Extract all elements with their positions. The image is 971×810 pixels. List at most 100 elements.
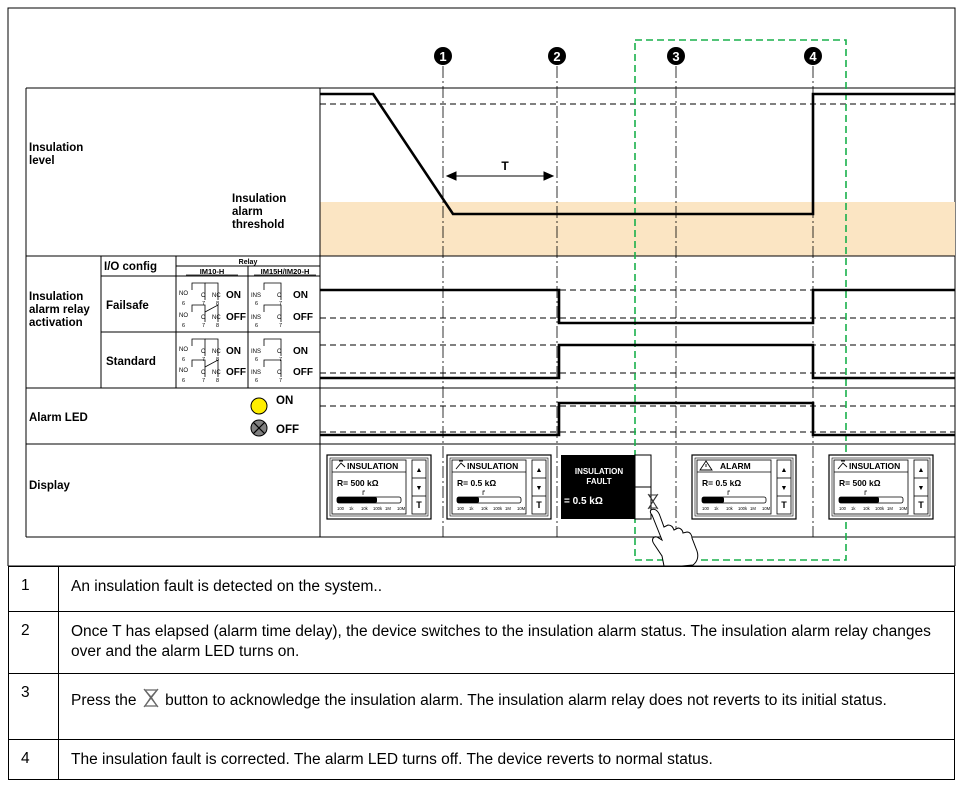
svg-text:▲: ▲ [416,467,423,474]
svg-text:1M: 1M [750,506,756,511]
legend-text: An insulation fault is detected on the s… [58,566,955,612]
svg-text:C: C [277,293,282,299]
svg-text:10k: 10k [481,506,489,511]
svg-text:8: 8 [216,301,219,307]
svg-text:T: T [918,500,924,510]
svg-text:10M: 10M [762,506,771,511]
svg-text:6: 6 [255,378,258,384]
failsafe-relay-signal [320,288,955,325]
io-config-header: I/O config [104,261,157,273]
svg-text:NO: NO [179,291,188,297]
svg-text:T: T [781,500,787,510]
legend-text-after: button to acknowledge the insulation ala… [165,692,887,709]
svg-text:INSULATION: INSULATION [347,461,398,471]
insulation-icon [335,460,346,470]
acknowledge-period-box [634,39,847,561]
svg-text:INSULATION: INSULATION [467,461,518,471]
svg-text:T: T [416,500,422,510]
svg-text:C: C [277,370,282,376]
svg-text:INSULATION: INSULATION [849,461,900,471]
svg-text:NC: NC [212,349,221,355]
svg-text:6: 6 [182,357,185,363]
svg-text:C: C [201,370,206,376]
svg-text:NO: NO [179,347,188,353]
svg-text:ALARM: ALARM [720,461,751,471]
time-delay-label: T [501,159,509,173]
svg-text:6: 6 [182,301,185,307]
svg-text:OFF: OFF [293,367,313,378]
legend-number: 2 [8,611,59,674]
alarm-led-label: Alarm LED [29,412,88,424]
svg-text:10M: 10M [397,506,406,511]
svg-text:100: 100 [457,506,465,511]
insulation-alarm-timing-diagram: 1 2 3 4 T Insulation level Insulation al… [7,7,956,566]
svg-text:7: 7 [202,378,205,384]
acknowledge-icon [143,688,159,708]
svg-text:R= 0.5 kΩ: R= 0.5 kΩ [702,478,741,488]
svg-text:6: 6 [182,323,185,329]
svg-text:100: 100 [839,506,847,511]
svg-text:7: 7 [279,301,282,307]
legend-table: 1 An insulation fault is detected on the… [8,566,955,780]
timing-markers: 1 2 3 4 [434,47,822,65]
threshold-label: Insulation alarm threshold [232,193,290,231]
svg-text:ON: ON [226,290,241,301]
svg-text:▲: ▲ [536,467,543,474]
svg-text:▲: ▲ [781,467,788,474]
failsafe-label: Failsafe [106,300,149,312]
insulation-level-label: Insulation level [29,142,87,167]
svg-text:NC: NC [212,315,221,321]
svg-text:C: C [277,315,282,321]
svg-text:3: 3 [672,49,679,64]
svg-text:▼: ▼ [918,485,925,492]
svg-text:2: 2 [553,49,560,64]
svg-text:10M: 10M [517,506,526,511]
svg-text:100: 100 [702,506,710,511]
svg-text:OFF: OFF [226,312,246,323]
svg-text:▲: ▲ [918,467,925,474]
led-on-indicator [250,397,268,415]
svg-text:1M: 1M [385,506,391,511]
threshold-band [320,202,955,256]
svg-text:8: 8 [216,323,219,329]
insulation-level-signal [320,92,955,216]
svg-text:INS: INS [251,349,261,355]
svg-text:INS: INS [251,293,261,299]
legend-row: 3 Press the button to acknowledge the in… [8,673,955,740]
svg-text:R= 500 kΩ: R= 500 kΩ [839,478,881,488]
display-label: Display [29,480,71,492]
svg-text:▼: ▼ [781,485,788,492]
svg-text:1k: 1k [349,506,354,511]
svg-text:10k: 10k [361,506,369,511]
svg-text:1: 1 [439,49,446,64]
svg-text:▼: ▼ [416,485,423,492]
legend-text-before: Press the [71,692,137,709]
led-off-label: OFF [276,424,299,436]
alarm-led-signal [320,401,955,437]
svg-text:10M: 10M [899,506,908,511]
insulation-icon [837,460,848,470]
svg-text:FAULT: FAULT [586,477,611,486]
svg-text:OFF: OFF [226,367,246,378]
svg-text:R= 500 kΩ: R= 500 kΩ [337,478,379,488]
svg-text:C: C [201,349,206,355]
legend-number: 4 [8,739,59,780]
legend-row: 2 Once T has elapsed (alarm time delay),… [8,611,955,674]
insulation-icon [455,460,466,470]
svg-text:100k: 100k [493,506,503,511]
svg-text:ON: ON [226,346,241,357]
legend-text: Press the button to acknowledge the insu… [58,673,955,740]
svg-text:7: 7 [279,323,282,329]
svg-text:8: 8 [216,378,219,384]
svg-text:C: C [277,349,282,355]
svg-text:OFF: OFF [293,312,313,323]
svg-text:100k: 100k [373,506,383,511]
svg-text:7: 7 [202,323,205,329]
